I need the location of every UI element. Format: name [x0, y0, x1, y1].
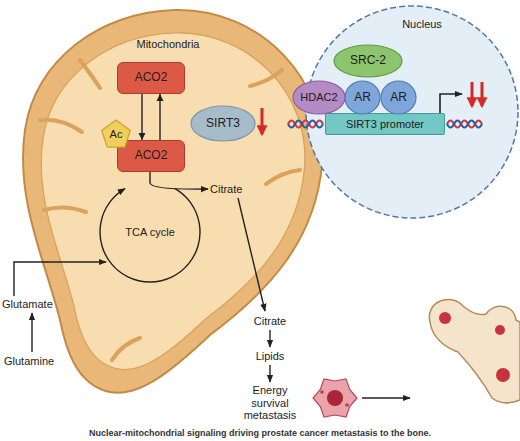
arrow-head [157, 94, 164, 101]
crista [44, 207, 86, 212]
transcription-arrow [440, 94, 462, 113]
circle-shape [304, 4, 520, 220]
heading: Mitochondria [118, 38, 218, 50]
pathway-label: Glutamine [4, 355, 68, 368]
acetyl-mark: Ac [100, 119, 132, 149]
cristae [40, 60, 300, 360]
node-label: ACO2 [135, 71, 168, 84]
crista [250, 70, 282, 86]
bone [429, 299, 520, 402]
node-label: Ac [110, 128, 123, 140]
crista [266, 170, 300, 184]
oval-outline [345, 81, 380, 114]
mito-shape [0, 0, 340, 400]
flow-arrow [31, 313, 32, 352]
oval-outline [293, 81, 345, 114]
node-label: AR [354, 91, 371, 104]
crista [112, 338, 140, 360]
dna-strand [288, 121, 323, 128]
node-label: ACO2 [135, 149, 168, 162]
promoter-box: SIRT3 promoter [325, 113, 445, 135]
flow-arrow [150, 172, 208, 189]
crista [80, 60, 100, 88]
bone-lesion [496, 368, 510, 382]
flow-arrow [238, 198, 265, 311]
decrease-arrow [471, 82, 474, 106]
pentagon-outline [102, 120, 131, 147]
oval-outline [334, 45, 402, 77]
arrow-head [139, 133, 146, 140]
node-label: SIRT3 [206, 117, 240, 130]
connector [139, 94, 146, 140]
node-label: HDAC2 [300, 91, 337, 103]
decrease-arrow [261, 108, 264, 134]
cycle-arrow [100, 189, 200, 282]
decrease-arrow [481, 82, 484, 106]
enzyme-box: ACO2 [117, 62, 185, 94]
cell-nucleus [327, 390, 343, 406]
enzyme-box: ACO2 [117, 140, 185, 172]
bone-lesion [495, 325, 505, 335]
oval-outline [191, 106, 255, 141]
bone-lesion [439, 312, 451, 324]
flow-arrow [269, 365, 270, 382]
heading: Nucleus [392, 18, 452, 30]
protein-oval: HDAC2 [292, 80, 346, 115]
dna-strand [288, 121, 323, 128]
flow-arrow [269, 330, 270, 347]
nucleus-outline [306, 6, 518, 218]
cell-dot [345, 403, 349, 407]
outer-membrane [23, 10, 323, 393]
connector-line [141, 94, 142, 140]
crista [40, 120, 82, 132]
connector-line [159, 94, 160, 140]
inner-membrane [41, 33, 305, 370]
connector [157, 94, 164, 140]
flow-arrow [14, 262, 106, 296]
pathway-label: Glutamate [2, 298, 66, 311]
receptor-circle: AR [380, 80, 417, 115]
node-label: SIRT3 promoter [346, 118, 424, 130]
receptor-circle: AR [344, 80, 381, 115]
pathway-label: Citrate [210, 183, 260, 196]
node-label: SRC-2 [350, 54, 386, 67]
dna-strand [447, 121, 482, 128]
pathway-label: Energy survival metastasis [235, 384, 305, 422]
cell-dot [320, 390, 324, 394]
caption: Nuclear-mitochondrial signaling driving … [0, 428, 520, 438]
oval-outline [381, 81, 416, 114]
nucleus-circle: NucleusSRC-2HDAC2ARARSIRT3 promoter [304, 4, 520, 220]
pathway-label: Citrate [245, 315, 295, 328]
protein-oval: SIRT3 [190, 105, 256, 142]
flow-arrow [362, 397, 410, 398]
pathway-label: Lipids [245, 350, 295, 363]
mitochondrion: MitochondriaACO2SIRT3AcACO2 [0, 0, 340, 400]
pathway-label: TCA cycle [115, 226, 185, 239]
protein-oval: SRC-2 [333, 44, 403, 78]
cancer-cell [313, 379, 357, 417]
dna-strand [447, 121, 482, 128]
node-label: AR [390, 91, 407, 104]
